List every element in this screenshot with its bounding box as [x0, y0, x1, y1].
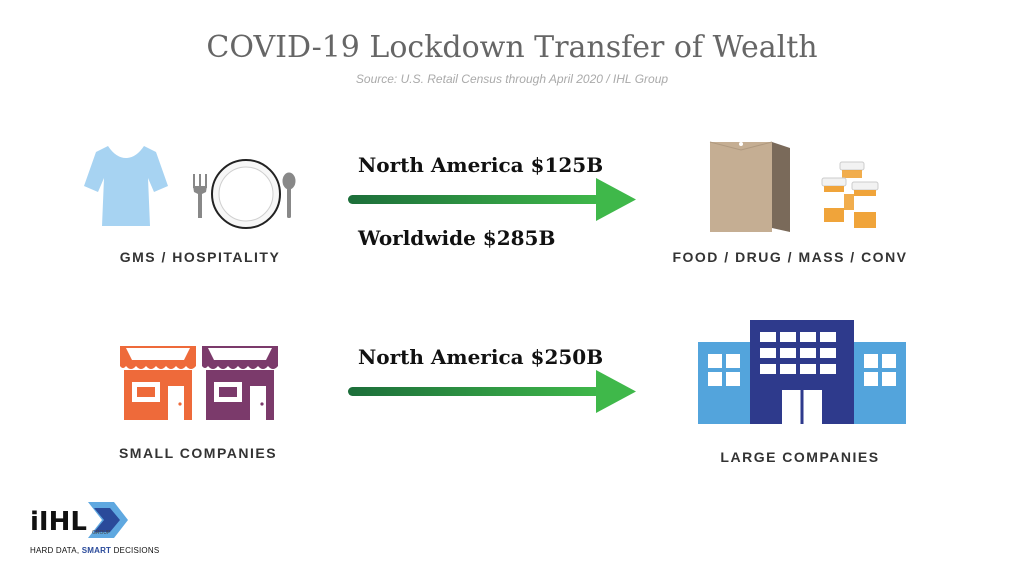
logo-subtitle: GROUP: [92, 530, 111, 536]
pill-bottles-icon: [821, 161, 879, 228]
logo-tagline: HARD DATA, SMART DECISIONS: [30, 546, 160, 555]
transfer-arrow-icon: [348, 178, 636, 221]
page-title: COVID-19 Lockdown Transfer of Wealth: [206, 30, 818, 65]
transfer-arrow-icon: [348, 370, 636, 413]
amount-north-america: North America $250B: [358, 345, 604, 369]
plate-icon: [211, 159, 281, 229]
storefront-icon: [202, 346, 278, 420]
logo-chevron-icon: iIHL: [30, 502, 128, 538]
source-category-label: GMS / HOSPITALITY: [119, 249, 281, 265]
destination-category-label: LARGE COMPANIES: [720, 449, 880, 465]
storefront-icon: [120, 346, 196, 420]
destination-category-label: FOOD / DRUG / MASS / CONV: [672, 249, 908, 265]
amount-north-america: North America $125B: [358, 153, 604, 177]
t-shirt-icon: [84, 146, 168, 226]
ihl-logo: iIHL GROUP HARD DATA, SMART DECISIONS: [30, 500, 159, 560]
source-note: Source: U.S. Retail Census through April…: [355, 72, 669, 86]
source-category-label: SMALL COMPANIES: [118, 445, 278, 461]
spoon-icon: [282, 172, 296, 218]
svg-text:iIHL: iIHL: [30, 507, 87, 537]
fork-icon: [193, 174, 207, 218]
paper-bag-icon: [709, 141, 790, 232]
amount-worldwide: Worldwide $285B: [358, 226, 556, 250]
office-building-icon: [698, 320, 906, 424]
